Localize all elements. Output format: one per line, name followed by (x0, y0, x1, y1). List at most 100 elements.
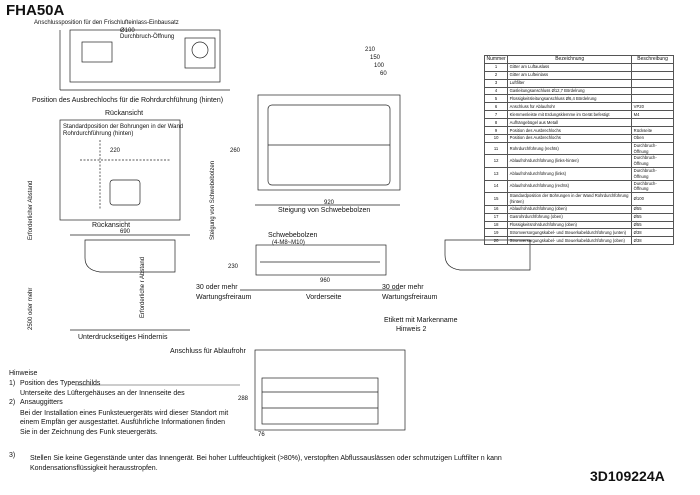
dim-260: 260 (230, 148, 241, 154)
front-view-unit (255, 244, 387, 276)
part-name: Position des Ausbrechlochs (507, 133, 633, 143)
note-2-num: 2) (9, 399, 16, 406)
part-number: 10 (483, 133, 509, 143)
bottom-view (254, 349, 406, 431)
dim-690: 690 (120, 229, 131, 235)
suspension-bolts-label: Schwebebolzen (268, 232, 318, 239)
bolt-pitch-vertical-label: Steigung von Schwebebolzen (210, 160, 216, 240)
note-3b: Kondensationsflüssigkeit herausstropfen. (30, 465, 158, 472)
part-description: Durchbruch-Öffnung (631, 154, 674, 168)
part-name: Flüssigkeitsrohrdurchführung (oben) (507, 220, 633, 230)
drain-connection-label: Anschluss für Ablaufrohr (170, 348, 246, 355)
thirty-right: 30 oder mehr (382, 284, 424, 291)
part-description: Ø38 (631, 228, 674, 238)
dim-210: 210 (365, 47, 376, 53)
dim-60: 60 (380, 71, 387, 77)
note-2-label: Hinweis 2 (396, 326, 427, 333)
hole-dia-label: Ø100 (120, 28, 135, 34)
part-number: 20 (483, 236, 509, 246)
bolt-spec-label: (4-M8~M10) (272, 240, 305, 246)
part-description: Ø38 (631, 236, 674, 246)
part-name: Rohrdurchführung (rechts) (507, 141, 633, 156)
part-name: Stromversorgungskabel- und Steuerkabeldu… (507, 228, 633, 238)
part-number: 14 (483, 179, 509, 194)
dim-100: 100 (374, 63, 385, 69)
parts-header-name: Bezeichnung (507, 55, 633, 64)
part-number: 2 (483, 70, 509, 80)
part-number: 16 (483, 204, 509, 214)
part-number: 11 (483, 141, 509, 156)
part-description: Rückseite (631, 126, 674, 135)
dim-960: 960 (320, 278, 331, 284)
part-name: Luftfilter (507, 78, 633, 88)
part-description (631, 118, 674, 128)
part-description: Durchbruch-Öffnung (631, 167, 674, 181)
note-2b: Bei der Installation eines Funksteuerger… (20, 410, 229, 417)
part-name: Klemmenleiste mit Erdungsklemme im Gerät… (507, 110, 633, 120)
part-description: Durchbruch-Öffnung (631, 141, 674, 156)
part-name: Ablaufrohrdurchführung (rechts) (507, 179, 633, 194)
dim-920: 920 (324, 200, 335, 206)
required-distance-2-label: Erforderliche r Abstand (140, 256, 146, 318)
part-number: 4 (483, 86, 509, 96)
dim-150: 150 (370, 55, 381, 61)
thirty-left: 30 oder mehr (196, 284, 238, 291)
part-name: Aufhängebügel aus Metall (507, 118, 633, 128)
std-position-label: Standardposition der Bohrungen in der Wa… (63, 124, 184, 130)
part-description (631, 62, 674, 72)
part-name: Stromversorgungskabel- und Steuerkabeldu… (507, 236, 633, 246)
part-description: Oben (631, 133, 674, 143)
part-name: Standardposition der Bohrungen in der Wa… (507, 192, 633, 206)
height-2500-label: 2500 oder mehr (28, 287, 34, 330)
parts-header-desc: Beschreibung (631, 55, 674, 64)
part-description (631, 94, 674, 104)
part-name: Gitter am Lufteinlass (507, 70, 633, 80)
part-number: 17 (483, 212, 509, 222)
std-position-label-2: Rohrdurchführung (hinten) (63, 131, 134, 137)
side-view-right (444, 239, 531, 271)
label-with-mark: Etikett mit Markenname (384, 317, 458, 324)
dim-230: 230 (228, 264, 239, 270)
part-name: Flüssigkeitsleitungsanschluss Ø6,4 Börde… (507, 94, 633, 104)
note-1b: Unterseite des Lüftergehäuses an der Inn… (20, 390, 185, 397)
part-name: Ablaufrohrdurchführung (links) (507, 167, 633, 181)
rear-view-frame (59, 119, 181, 221)
part-number: 1 (483, 62, 509, 72)
part-name: Ablaufrohrdurchführung (links-hinten) (507, 154, 633, 168)
part-name: Anschluss für Ablaufrohr (507, 102, 633, 112)
part-description: Ø55 (631, 220, 674, 230)
parts-header-number: Nummer (483, 55, 509, 64)
fresh-air-label: Anschlussposition für den Frischlufteinl… (34, 20, 179, 26)
part-number: 12 (483, 154, 509, 168)
note-3: Stellen Sie keine Gegenstände unter das … (30, 455, 502, 462)
model-title: FHA50A (6, 2, 65, 19)
part-description (631, 70, 674, 80)
front-side-label: Vorderseite (306, 294, 342, 301)
part-description: Ø100 (631, 192, 674, 206)
part-name: Gitter am Luftauslass (507, 62, 633, 72)
part-name: Position des Ausbrechlochs (507, 126, 633, 135)
side-view-left (84, 239, 176, 273)
part-description (631, 86, 674, 96)
note-1: Position des Typenschilds (20, 380, 101, 387)
notes-heading: Hinweise (9, 370, 38, 377)
obstacle-label: Unterdruckseitiges Hindernis (78, 334, 168, 341)
